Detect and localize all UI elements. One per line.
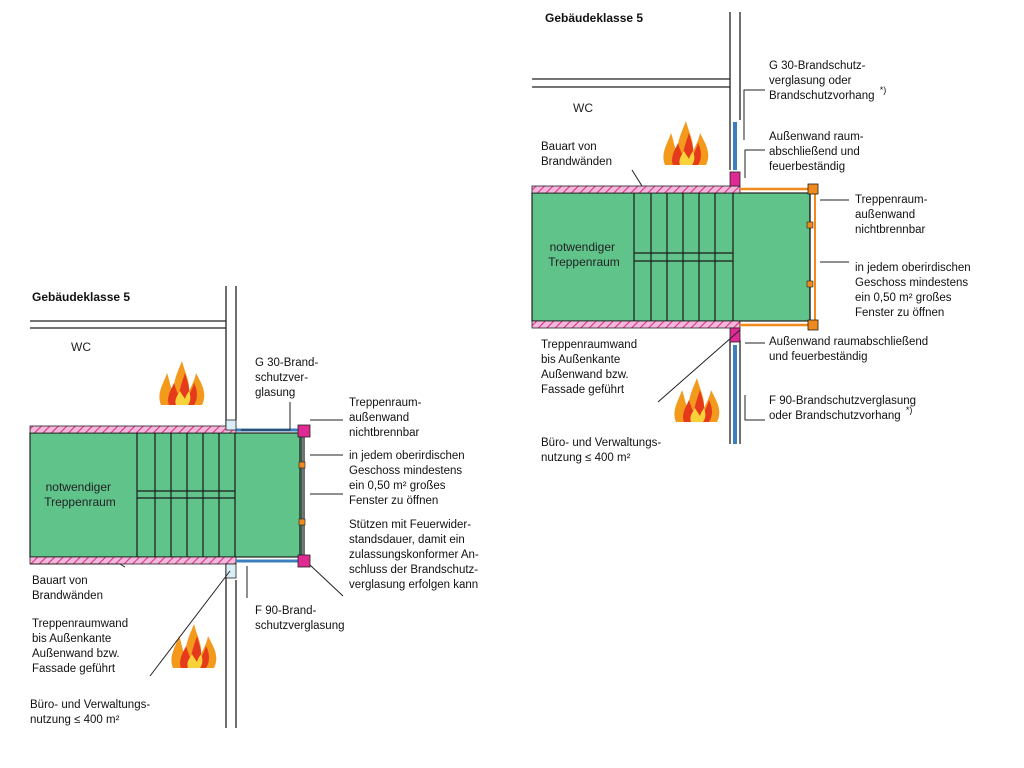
left-corner-column-bottom — [297, 554, 311, 568]
right-pink-column-top — [729, 171, 741, 187]
left-buero-label: Büro- und Verwaltungs- nutzung ≤ 400 m² — [30, 699, 153, 726]
left-bauart-label: Bauart von Brandwänden — [32, 575, 103, 602]
left-title: Gebäudeklasse 5 — [32, 290, 130, 304]
left-room-label: notwendiger Treppenraum — [44, 480, 116, 509]
left-wc-label: WC — [71, 340, 91, 354]
flame-icon — [159, 361, 205, 405]
right-g30-label: G 30-Brandschutz- verglasung oder Brands… — [769, 60, 886, 102]
left-fire-wall-top — [29, 425, 237, 434]
right-treppenraumwand-label: Treppenraumwand bis Außenkante Außenwand… — [541, 339, 640, 396]
right-fire-wall-bottom — [531, 320, 741, 329]
right-bauart-label: Bauart von Brandwänden — [541, 141, 612, 168]
flame-icon — [171, 624, 217, 668]
left-leaders — [30, 402, 344, 677]
right-leaders — [631, 89, 849, 421]
left-fenster-label: in jedem oberirdischen Geschoss mindeste… — [349, 450, 468, 507]
right-aussen-top-label: Außenwand raum- abschließend und feuerbe… — [769, 131, 867, 173]
left-g30-label: G 30-Brand- schutzver- glasung — [255, 357, 321, 399]
right-buero-label: Büro- und Verwaltungs- nutzung ≤ 400 m² — [541, 437, 664, 464]
left-walls — [30, 286, 237, 728]
right-corner-bottom — [807, 319, 819, 331]
right-diagram: Gebäudeklasse 5 WC notwendiger Treppenra… — [531, 11, 974, 464]
right-aussenwand-label: Treppenraum- außenwand nichtbrennbar — [855, 194, 931, 236]
right-room-label: notwendiger Treppenraum — [548, 240, 620, 269]
right-stair-treads — [633, 193, 734, 321]
right-walls — [532, 12, 741, 444]
right-fenster-label: in jedem oberirdischen Geschoss mindeste… — [855, 262, 974, 319]
left-stair-treads — [136, 433, 236, 557]
right-f90-label: F 90-Brandschutzverglasung oder Brandsch… — [769, 395, 919, 422]
flame-icon — [663, 121, 709, 165]
left-aussenwand-label: Treppenraum- außenwand nichtbrennbar — [349, 397, 425, 439]
left-fire-wall-bottom — [29, 556, 237, 565]
right-wc-label: WC — [573, 101, 593, 115]
left-diagram: Gebäudeklasse 5 WC notwendiger Treppenra… — [29, 286, 482, 728]
left-treppenraumwand-label: Treppenraumwand bis Außenkante Außenwand… — [32, 618, 131, 675]
flame-icon — [674, 378, 720, 422]
left-corner-column-top — [297, 424, 311, 438]
right-corner-top — [807, 183, 819, 195]
right-aussen-bottom-label: Außenwand raumabschließend und feuerbest… — [769, 336, 931, 363]
left-stuetzen-label: Stützen mit Feuerwider- standsdauer, dam… — [349, 519, 482, 591]
right-fire-wall-top — [531, 185, 741, 194]
right-stair-room — [531, 192, 811, 322]
right-title: Gebäudeklasse 5 — [545, 11, 643, 25]
left-f90-label: F 90-Brand- schutzverglasung — [255, 605, 345, 632]
